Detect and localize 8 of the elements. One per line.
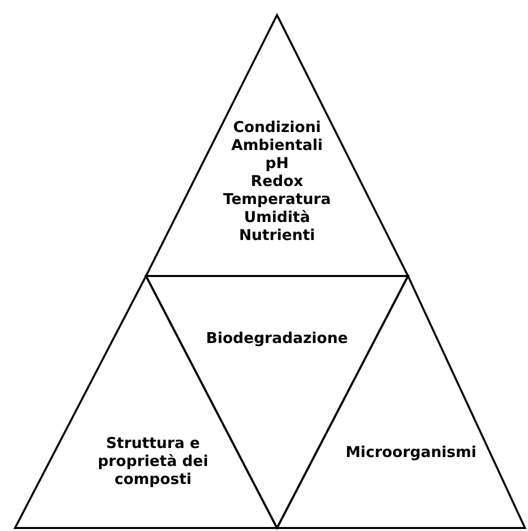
label-text: Struttura e proprietà dei composti	[96, 434, 210, 488]
label-text: Umidità	[244, 208, 310, 226]
label-text: pH	[265, 154, 289, 172]
label-text: Redox	[250, 172, 304, 190]
label-text: Temperatura	[223, 190, 331, 208]
label-text: Nutrienti	[238, 226, 316, 244]
label-text: Biodegradazione	[206, 329, 348, 347]
label-text: Microorganismi	[346, 443, 476, 461]
